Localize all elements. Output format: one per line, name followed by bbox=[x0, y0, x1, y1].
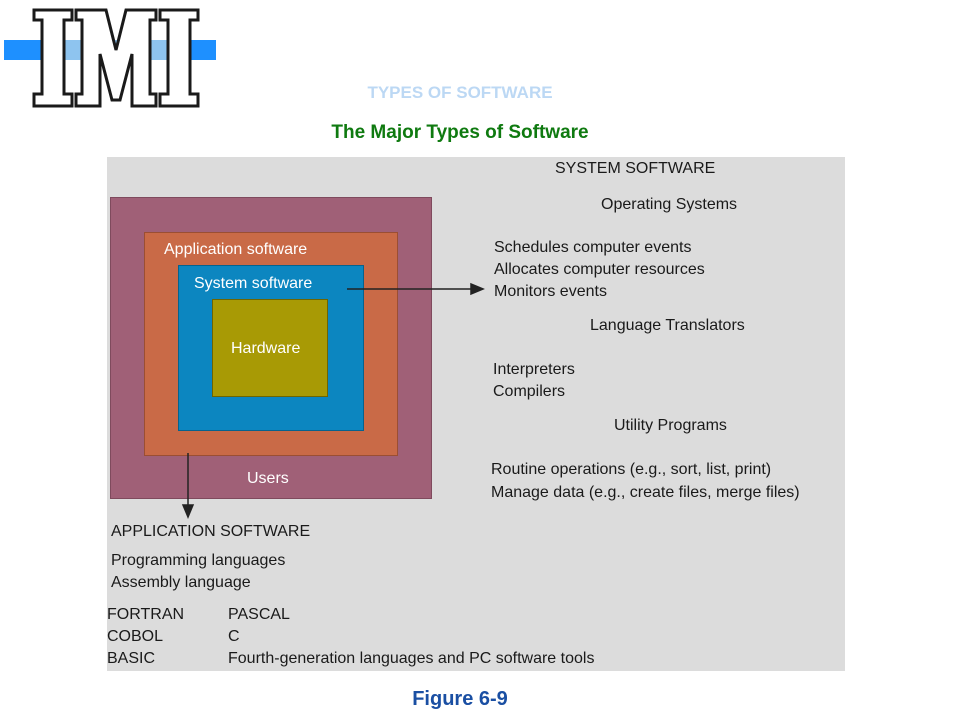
slide-subtitle: The Major Types of Software bbox=[331, 122, 589, 143]
os-item: Schedules computer events bbox=[494, 239, 692, 256]
language-translators-heading: Language Translators bbox=[590, 317, 745, 334]
translator-item: Interpreters bbox=[493, 361, 575, 378]
application-item: Assembly language bbox=[111, 574, 251, 591]
system-arrow bbox=[347, 282, 485, 296]
application-software-heading: APPLICATION SOFTWARE bbox=[111, 523, 311, 540]
diagram-arrows bbox=[181, 282, 485, 519]
diagram-panel: Application software System software Har… bbox=[107, 157, 845, 671]
application-item: Programming languages bbox=[111, 552, 286, 569]
utility-item: Manage data (e.g., create files, merge f… bbox=[491, 484, 800, 501]
users-layer-label: Users bbox=[247, 470, 289, 487]
application-arrow bbox=[181, 453, 195, 519]
utility-programs-heading: Utility Programs bbox=[614, 417, 727, 434]
operating-systems-heading: Operating Systems bbox=[601, 196, 738, 213]
system-software-heading: SYSTEM SOFTWARE bbox=[555, 160, 716, 177]
utility-item: Routine operations (e.g., sort, list, pr… bbox=[491, 461, 772, 478]
hardware-layer-box bbox=[212, 299, 328, 397]
language-left: FORTRAN bbox=[107, 606, 185, 623]
figure-caption: Figure 6-9 bbox=[412, 688, 508, 710]
imi-logo bbox=[4, 4, 216, 112]
language-right: PASCAL bbox=[228, 606, 290, 623]
language-left: BASIC bbox=[107, 650, 156, 667]
translator-item: Compilers bbox=[493, 383, 566, 400]
system-layer-label: System software bbox=[194, 275, 313, 292]
os-item: Monitors events bbox=[494, 283, 607, 300]
language-right: Fourth-generation languages and PC softw… bbox=[228, 650, 595, 667]
os-item: Allocates computer resources bbox=[494, 261, 705, 278]
hardware-layer-label: Hardware bbox=[231, 340, 301, 357]
slide-header-title: TYPES OF SOFTWARE bbox=[367, 83, 553, 102]
language-left: COBOL bbox=[107, 628, 164, 645]
application-layer-label: Application software bbox=[164, 241, 308, 258]
language-right: C bbox=[228, 628, 240, 645]
